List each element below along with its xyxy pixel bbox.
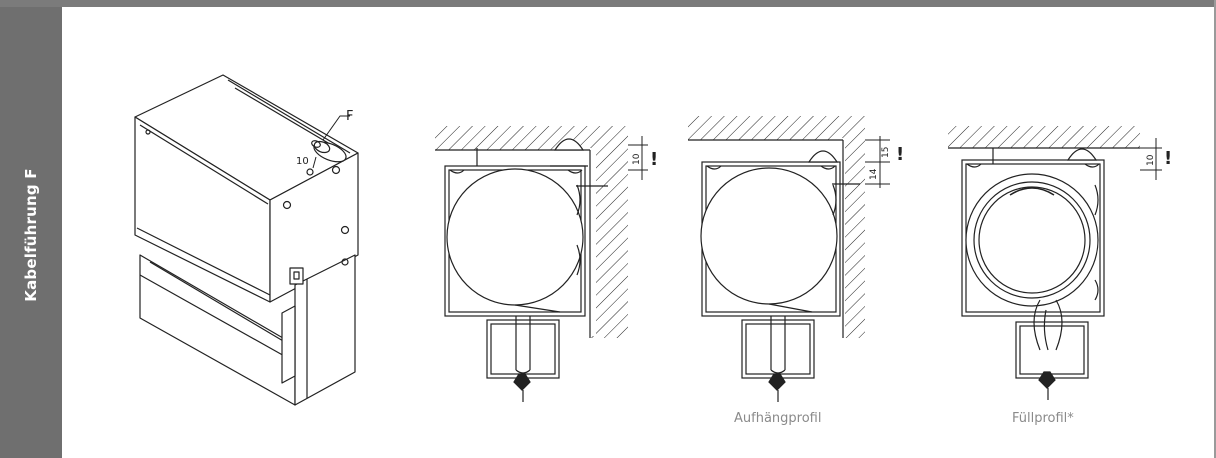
section3-warning: !	[1164, 148, 1172, 169]
section2-dimension-bottom: 14	[869, 168, 879, 180]
section1-warning: !	[650, 149, 658, 170]
plug-icon	[289, 267, 304, 285]
technical-drawing: F 10 10	[134, 74, 1172, 406]
iso-dimension-label: 10	[296, 156, 309, 167]
section3-dimension: 10	[1146, 154, 1156, 166]
section-view-1	[435, 126, 648, 402]
caption-aufhaengprofil: Aufhängprofil	[734, 411, 822, 426]
isometric-view	[134, 74, 359, 406]
detail-label: F	[346, 109, 353, 124]
sidebar-title: Kabelführung F	[22, 168, 40, 302]
section-view-2	[688, 116, 890, 402]
section1-dimension: 10	[632, 153, 642, 165]
section2-warning: !	[896, 144, 904, 165]
right-rule	[1214, 0, 1216, 458]
section-sidebar: Kabelführung F	[0, 7, 62, 458]
section-view-3	[948, 126, 1162, 400]
caption-fuellprofil: Füllprofil*	[1012, 411, 1074, 426]
section2-dimension-top: 15	[881, 147, 891, 158]
top-rule	[0, 0, 1216, 7]
cable-gland-icon	[311, 140, 347, 163]
